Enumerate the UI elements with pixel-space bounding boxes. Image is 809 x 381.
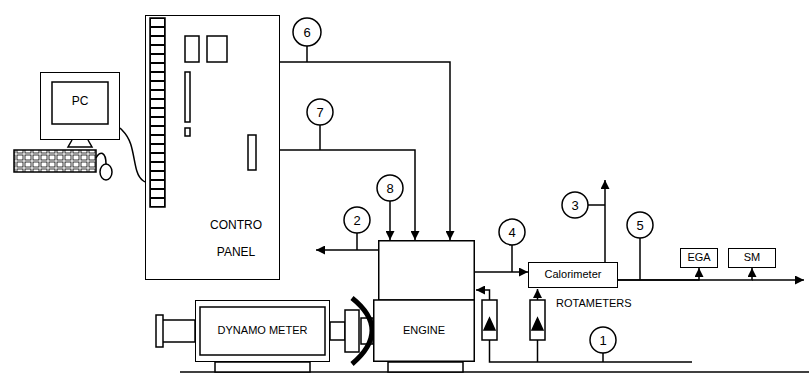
rotameter-symbol (476, 290, 490, 300)
connector (120, 128, 145, 182)
callout-circle (293, 18, 321, 46)
panel-components (150, 18, 256, 207)
callout-number: 7 (316, 106, 323, 119)
engine-outline (373, 240, 475, 362)
computer-drawing (14, 150, 96, 172)
callout-number: 4 (508, 226, 515, 239)
engine-body (374, 300, 475, 361)
dynamometer-shaft (156, 298, 373, 364)
dynamometer-shaft (200, 307, 325, 355)
leader-line (307, 46, 804, 362)
test-bed (215, 362, 310, 372)
sm-box: SM (728, 248, 776, 268)
node-label: PC (72, 94, 89, 108)
connector (280, 150, 415, 240)
engine-block: ENGINE (373, 240, 475, 362)
panel-components (185, 36, 199, 62)
callout-circle (307, 99, 333, 125)
callout-circle (627, 212, 653, 238)
callout-number: 8 (386, 182, 393, 195)
rotameter-symbol (537, 340, 539, 362)
leader-line (604, 180, 606, 262)
dynamometer-shaft (345, 310, 359, 352)
leader-line (752, 279, 804, 281)
calorimeter-box: Calorimeter (528, 262, 618, 288)
rotameter-symbol (476, 289, 692, 362)
connector (618, 268, 699, 280)
rotameter-symbol (537, 289, 539, 300)
dynamometer-shaft (330, 322, 345, 340)
leader-line (306, 46, 308, 62)
rotameter-symbol (484, 318, 495, 330)
panel-components (185, 128, 190, 136)
test-bed (180, 362, 809, 372)
rotameter-symbol (482, 300, 497, 340)
dynamometer-shaft (162, 320, 195, 342)
panel-components (207, 36, 227, 62)
computer-drawing (14, 82, 112, 180)
dynamometer-shaft (352, 298, 372, 364)
leader-line (316, 249, 378, 251)
leader-line (602, 353, 604, 362)
callout-number: 3 (571, 199, 578, 212)
node-label: SM (744, 251, 761, 264)
node-label: Calorimeter (545, 268, 602, 281)
leader-line (389, 201, 391, 240)
rotameter-symbol (532, 318, 543, 330)
connector (280, 62, 450, 240)
panel-components (185, 72, 190, 122)
pc-monitor: PC (40, 72, 120, 140)
leader-line (639, 238, 641, 280)
computer-drawing (68, 140, 92, 147)
leader-line (588, 204, 605, 206)
callout-circle (377, 175, 403, 201)
panel-components (248, 135, 256, 170)
callout-number: 2 (353, 214, 360, 227)
rotameter-symbol (530, 300, 545, 340)
node-label: DYNAMO METER (218, 324, 308, 337)
engine-head (379, 241, 475, 300)
leader-line (511, 245, 513, 272)
callout-number: 5 (636, 219, 643, 232)
connector (475, 271, 528, 273)
computer-drawing (100, 164, 112, 180)
callout-circle (499, 219, 525, 245)
ega-box: EGA (680, 248, 718, 268)
node-label: EGA (687, 251, 710, 264)
computer-drawing (52, 82, 108, 124)
dynamometer-shaft (156, 315, 163, 347)
dynamometer-box: DYNAMO METER (195, 300, 330, 362)
part-label: ROTAMETERS (556, 298, 632, 309)
panel-components (150, 18, 165, 207)
computer-drawing (96, 153, 106, 164)
callout-number: 6 (303, 26, 310, 39)
connector (618, 268, 752, 280)
callout-circle (562, 192, 588, 218)
callout-number: 1 (599, 334, 606, 347)
callout-circle (344, 207, 370, 233)
node-label: ENGINE (403, 324, 445, 337)
leader-line (319, 125, 321, 150)
callout-circle (590, 327, 616, 353)
test-bed (388, 362, 463, 372)
node-label: CONTRO PANEL (199, 212, 273, 267)
control-panel: CONTRO PANEL (145, 15, 280, 280)
leader-line (356, 233, 358, 250)
